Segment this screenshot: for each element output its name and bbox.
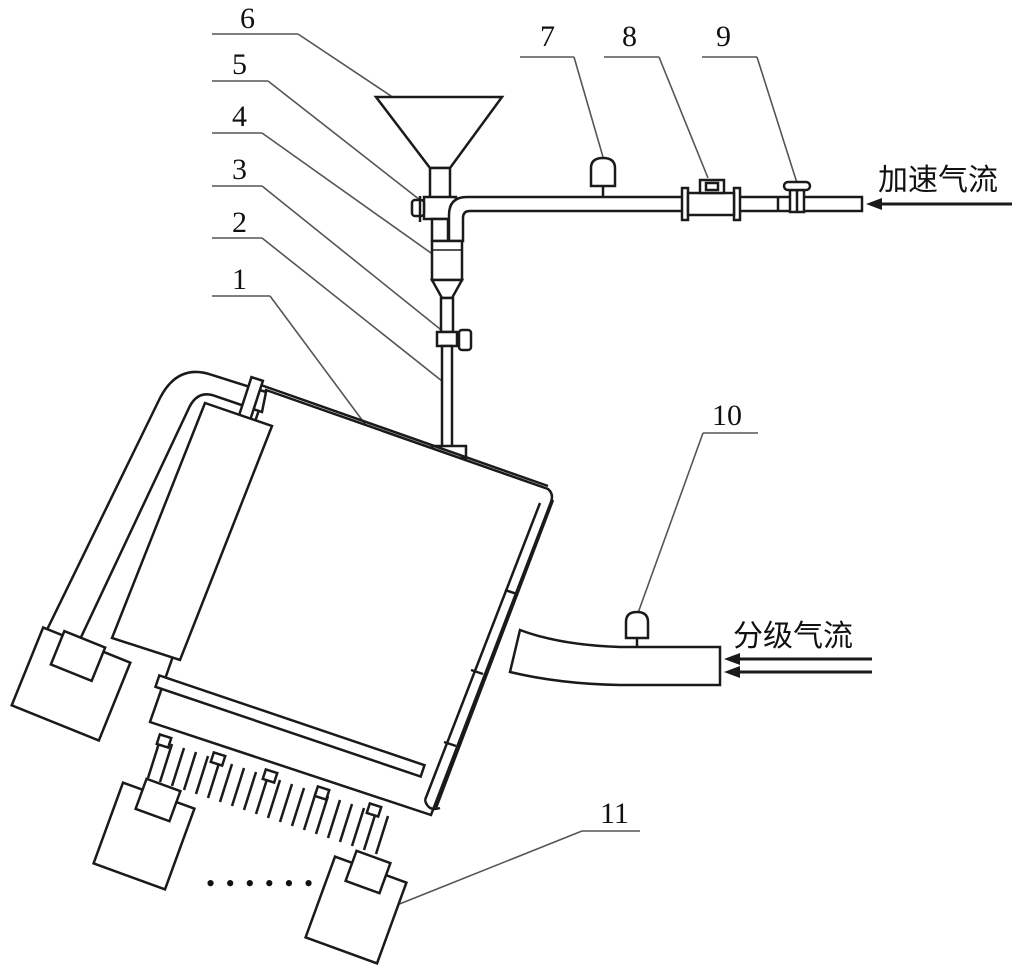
feed-hopper <box>373 95 505 200</box>
nozzle-array <box>146 732 390 855</box>
return-loop-pipe <box>40 370 274 662</box>
acceleration-air-arrow <box>866 198 1012 210</box>
label-7: 7 <box>540 20 555 53</box>
label-3: 3 <box>232 153 247 186</box>
label-5: 5 <box>232 48 247 81</box>
collector-top-left <box>10 625 132 743</box>
acceleration-airflow-label: 加速气流 <box>878 163 998 198</box>
outlet-manifold <box>146 673 427 855</box>
classification-air-arrows <box>724 653 872 678</box>
leader-lines <box>212 33 798 916</box>
part-number-labels: 6 5 4 3 2 1 7 8 9 10 11 <box>232 2 742 830</box>
label-2: 2 <box>232 206 247 239</box>
collector-bottom-left <box>91 777 197 892</box>
label-1: 1 <box>232 263 247 296</box>
feed-pipe <box>430 217 450 243</box>
label-10: 10 <box>712 399 742 432</box>
label-11: 11 <box>600 797 629 830</box>
collector-bottom-right-11 <box>303 849 409 966</box>
classification-airflow-label: 分级气流 <box>733 619 853 654</box>
label-9: 9 <box>716 20 731 53</box>
label-6: 6 <box>240 2 255 35</box>
mixing-chamber-4 <box>429 239 465 300</box>
acceleration-air-pipe <box>447 156 864 243</box>
label-8: 8 <box>622 20 637 53</box>
classification-air-inlet <box>508 610 722 687</box>
label-4: 4 <box>232 100 247 133</box>
collector-ellipsis: • • • • • • <box>206 869 315 898</box>
